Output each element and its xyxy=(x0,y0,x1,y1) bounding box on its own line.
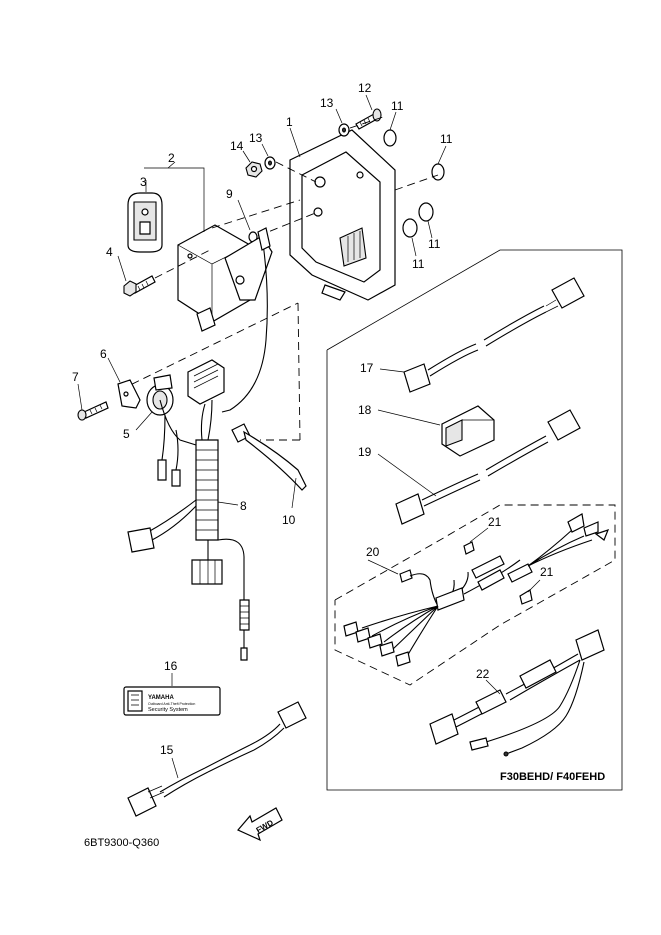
callout-19: 19 xyxy=(358,445,372,459)
callout-10: 10 xyxy=(282,513,296,527)
drawing-code: 6BT9300-Q360 xyxy=(84,837,159,849)
callout-4: 4 xyxy=(106,245,113,259)
part-1-bracket xyxy=(289,129,396,301)
part-3-remote-key xyxy=(127,192,163,253)
part-2-control-unit xyxy=(177,224,273,332)
callout-15: 15 xyxy=(160,743,174,757)
part-17-connector-harness xyxy=(403,277,585,393)
callout-7: 7 xyxy=(72,370,79,384)
part-11-grommet xyxy=(383,129,397,147)
part-20-group-frame xyxy=(334,504,616,686)
part-20-sub-harness xyxy=(343,513,610,667)
callout-2: 2 xyxy=(168,151,175,165)
label-brand: YAMAHA xyxy=(148,695,174,701)
part-11-grommet xyxy=(418,202,434,222)
callout-11: 11 xyxy=(440,132,453,146)
callout-6: 6 xyxy=(100,347,107,361)
callout-9: 9 xyxy=(226,187,233,201)
part-7-screw xyxy=(77,401,109,421)
callout-1: 1 xyxy=(286,115,293,129)
callout-11: 11 xyxy=(391,99,404,113)
part-8-wire-harness xyxy=(127,359,250,661)
callout-8: 8 xyxy=(240,499,247,513)
callout-20: 20 xyxy=(366,545,380,559)
callout-5: 5 xyxy=(123,427,130,441)
callout-3: 3 xyxy=(140,175,147,189)
callout-12: 12 xyxy=(358,81,372,95)
part-6-bracket xyxy=(117,379,141,409)
callout-21: 21 xyxy=(540,565,554,579)
callout-22: 22 xyxy=(476,667,490,681)
part-16-security-label: YAMAHA Outboard Anti-Theft Protection Se… xyxy=(123,686,221,716)
part-15-extension-harness xyxy=(127,701,307,817)
callout-14: 14 xyxy=(230,139,244,153)
part-10-cable-tie xyxy=(231,423,307,491)
option-kit-frame xyxy=(326,249,623,791)
part-22-harness xyxy=(429,629,605,757)
part-19-connector-harness xyxy=(395,409,581,525)
callout-13: 13 xyxy=(320,96,334,110)
label-title: Security System xyxy=(148,707,188,713)
callout-11: 11 xyxy=(428,237,441,251)
callout-16: 16 xyxy=(164,659,178,673)
part-4-bolt xyxy=(123,275,156,297)
model-label: F30BEHD/ F40FEHD xyxy=(500,771,605,783)
callout-17: 17 xyxy=(360,361,374,375)
fwd-arrow-icon: FWD xyxy=(237,807,283,842)
callout-11: 11 xyxy=(412,257,425,271)
part-11-grommet xyxy=(431,163,445,181)
callout-18: 18 xyxy=(358,403,372,417)
part-18-connector-housing xyxy=(441,405,495,457)
callout-13: 13 xyxy=(249,131,263,145)
part-11-grommet xyxy=(402,218,418,238)
callout-21: 21 xyxy=(488,515,502,529)
label-fine-print: Outboard Anti-Theft Protection xyxy=(148,702,195,706)
part-5-buzzer xyxy=(146,374,174,416)
